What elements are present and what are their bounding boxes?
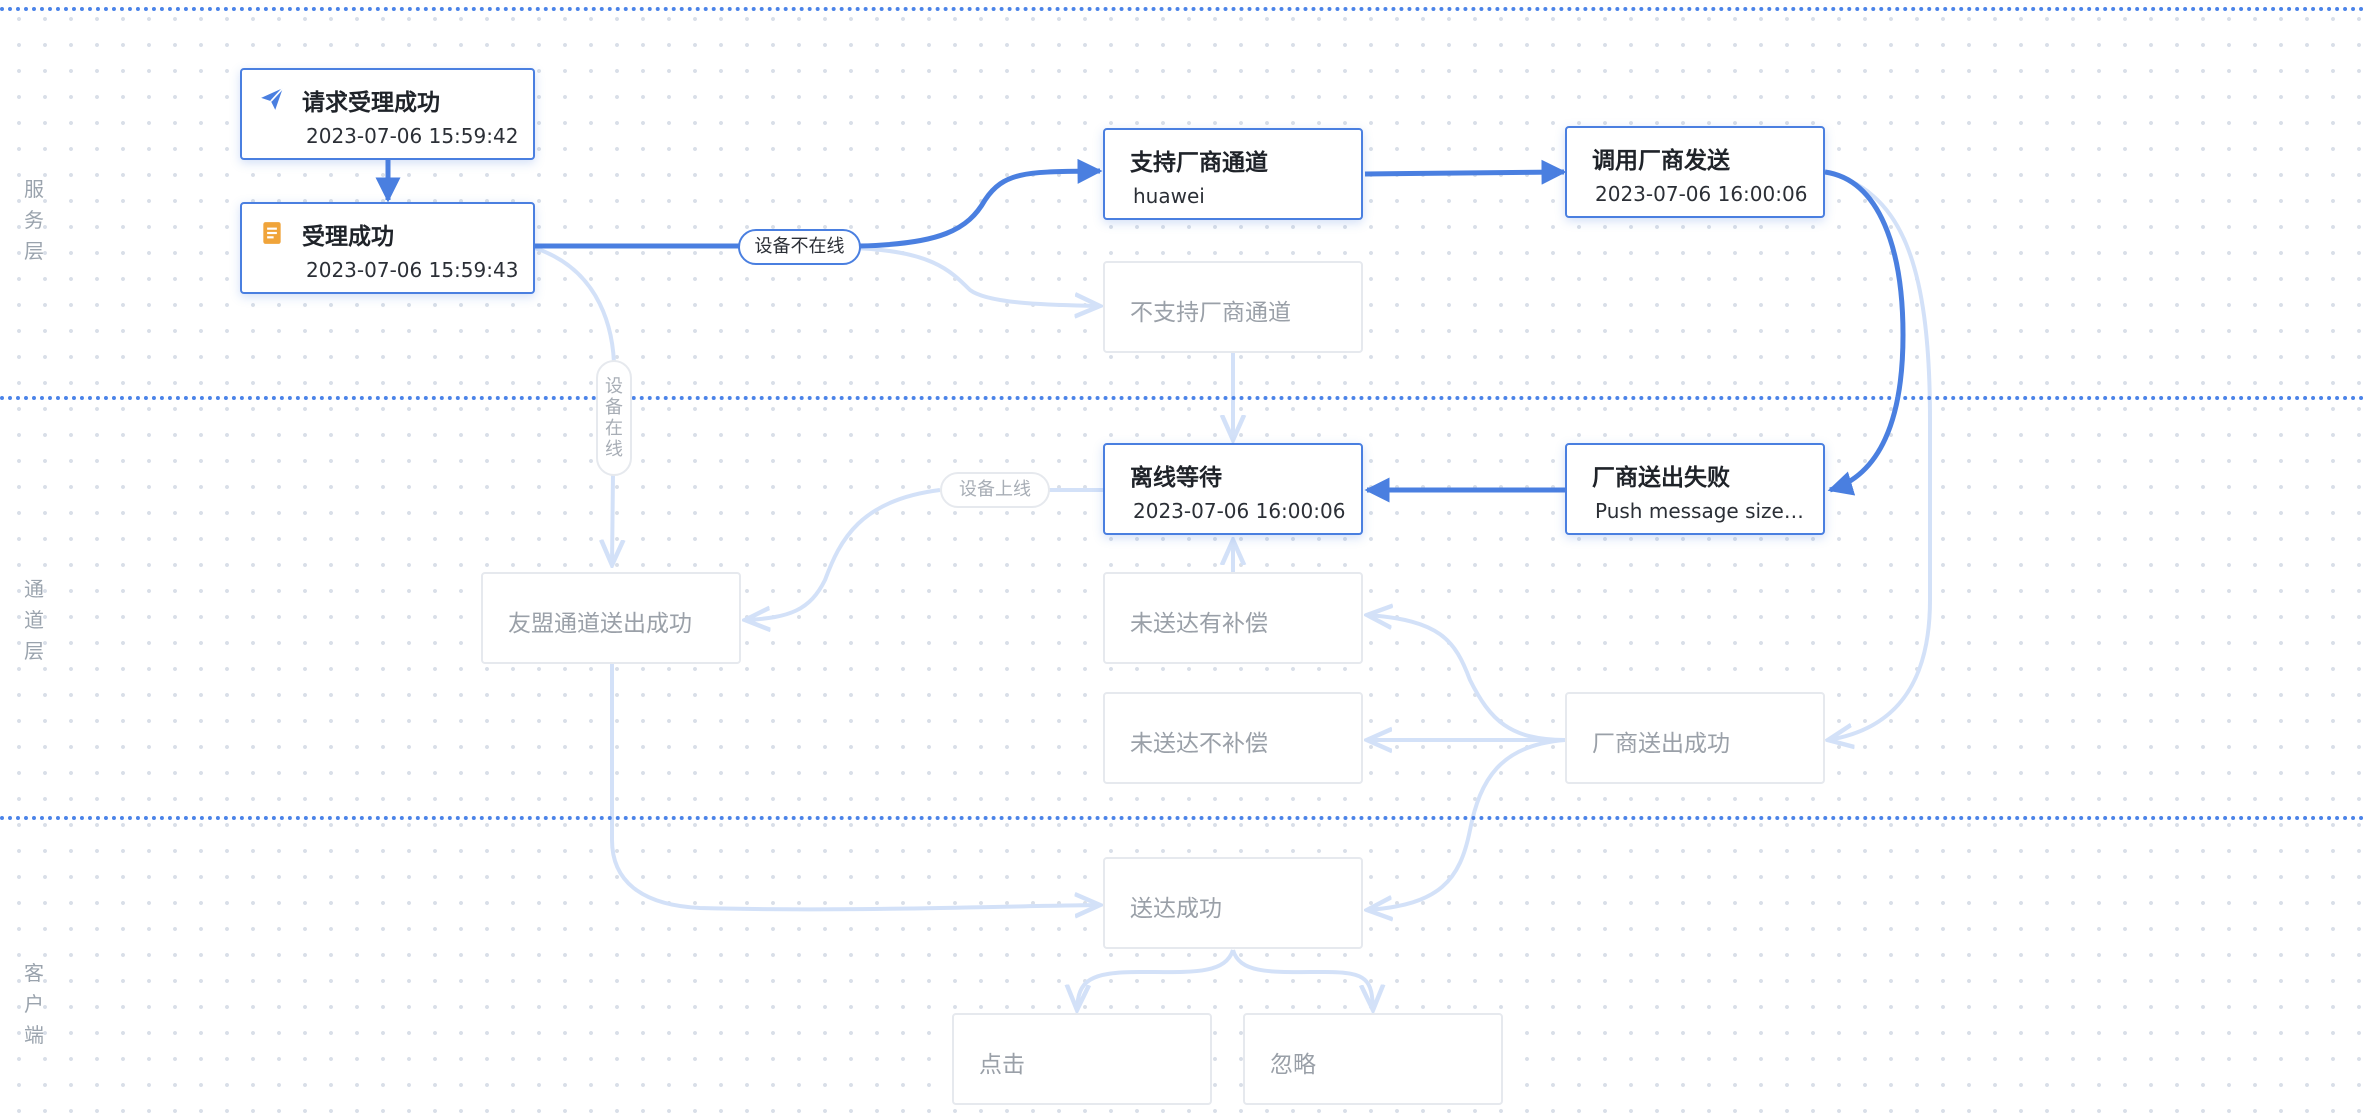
lane-label-client: 客户端 [24, 961, 44, 1047]
edge-delivered-to-click [1077, 949, 1235, 1010]
node-title: 未送达不补偿 [1130, 731, 1268, 757]
document-icon [263, 222, 281, 244]
node-title: 不支持厂商通道 [1130, 300, 1291, 326]
node-vendor-send-failed[interactable]: 厂商送出失败 Push message size i... [1565, 443, 1825, 535]
node-call-vendor-send[interactable]: 调用厂商发送 2023-07-06 16:00:06 [1565, 126, 1825, 218]
node-click[interactable]: 点击 [952, 1013, 1212, 1105]
send-icon [261, 87, 284, 110]
lane-label-channel: 通道层 [24, 577, 44, 663]
edge-call-vendor-to-success [1825, 170, 1932, 740]
node-title: 忽略 [1270, 1052, 1316, 1078]
edge-call-vendor-to-failed [1824, 169, 1906, 496]
node-accepted[interactable]: 受理成功 2023-07-06 15:59:43 [240, 202, 535, 294]
node-undelivered-not-compensated[interactable]: 未送达不补偿 [1103, 692, 1363, 784]
node-title: 请求受理成功 [302, 90, 440, 116]
node-title: 厂商送出失败 [1592, 465, 1730, 491]
edge-label-device-comes-online: 设备上线 [940, 472, 1050, 508]
node-title: 送达成功 [1130, 896, 1222, 922]
node-title: 未送达有补偿 [1130, 611, 1268, 637]
node-title: 受理成功 [302, 224, 394, 250]
edge-umeng-to-delivered [610, 664, 1100, 909]
node-title: 友盟通道送出成功 [508, 611, 692, 637]
node-vendor-name: huawei [1133, 184, 1205, 208]
lane-divider-channel-client [0, 816, 2366, 820]
node-timestamp: 2023-07-06 16:00:06 [1133, 499, 1346, 523]
node-umeng-channel-sent[interactable]: 友盟通道送出成功 [481, 572, 741, 664]
lane-divider-service-channel [0, 396, 2366, 400]
edge-supported-to-call-vendor [1364, 159, 1567, 185]
node-undelivered-compensated[interactable]: 未送达有补偿 [1103, 572, 1363, 664]
node-vendor-channel-supported[interactable]: 支持厂商通道 huawei [1103, 128, 1363, 220]
edge-offline-to-unsupported [849, 246, 1100, 306]
node-ignore[interactable]: 忽略 [1243, 1013, 1503, 1105]
edge-label-device-offline: 设备不在线 [738, 229, 861, 265]
node-title: 点击 [979, 1052, 1025, 1078]
lane-divider-top [0, 7, 2366, 11]
node-title: 调用厂商发送 [1592, 148, 1730, 174]
node-title: 厂商送出成功 [1592, 731, 1730, 757]
node-timestamp: 2023-07-06 16:00:06 [1595, 182, 1808, 206]
edge-delivered-to-ignore [1231, 949, 1373, 1010]
edge-success-to-delivered [1367, 738, 1566, 910]
node-delivered[interactable]: 送达成功 [1103, 857, 1363, 949]
edge-offline-wait-to-umeng [745, 488, 1103, 620]
edge-label-device-online: 设备在线 [596, 360, 632, 476]
lane-label-service: 服务层 [24, 177, 44, 263]
node-timestamp: 2023-07-06 15:59:42 [306, 124, 519, 148]
node-title: 支持厂商通道 [1130, 150, 1268, 176]
node-vendor-send-success[interactable]: 厂商送出成功 [1565, 692, 1825, 784]
edge-offline-label-to-supported [859, 158, 1103, 249]
node-title: 离线等待 [1130, 465, 1222, 491]
node-offline-wait[interactable]: 离线等待 2023-07-06 16:00:06 [1103, 443, 1363, 535]
node-timestamp: 2023-07-06 15:59:43 [306, 258, 519, 282]
node-error-message: Push message size i... [1595, 499, 1809, 523]
node-vendor-channel-unsupported[interactable]: 不支持厂商通道 [1103, 261, 1363, 353]
edge-success-to-compensated [1367, 615, 1566, 742]
node-request-accepted[interactable]: 请求受理成功 2023-07-06 15:59:42 [240, 68, 535, 160]
